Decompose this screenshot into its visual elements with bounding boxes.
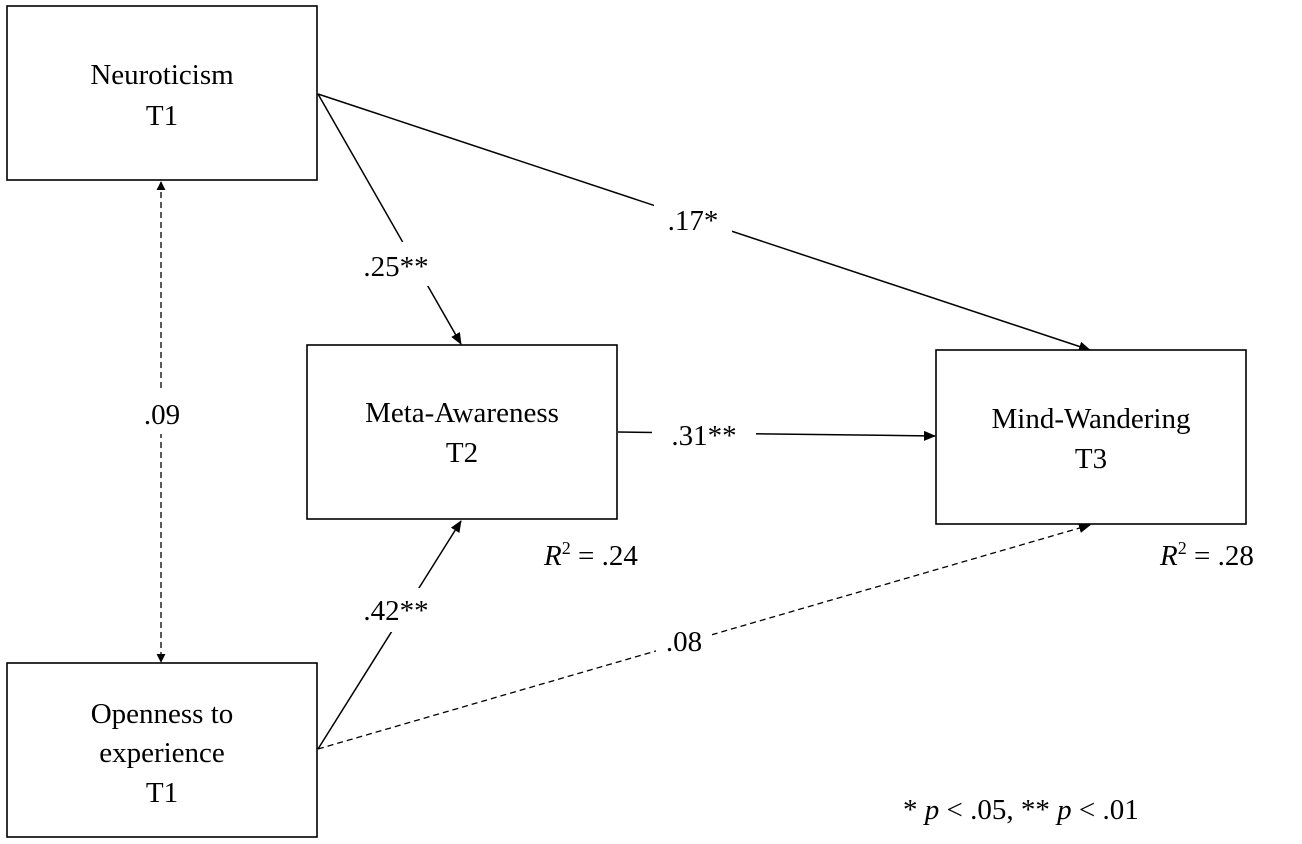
- coef-neuroticism-to-meta-awareness: .25**: [363, 251, 428, 283]
- node-mind-wandering-label: Mind-Wandering: [991, 403, 1190, 435]
- node-mind-wandering: Mind-Wandering T3: [935, 349, 1247, 525]
- coef-neuroticism-openness: .09: [144, 399, 180, 431]
- node-mind-wandering-time: T3: [1075, 443, 1107, 475]
- node-neuroticism: Neuroticism T1: [6, 5, 318, 181]
- node-meta-awareness: Meta-Awareness T2: [306, 344, 618, 520]
- node-openness-label-line1: Openness to: [91, 698, 234, 730]
- node-openness-time: T1: [146, 777, 178, 809]
- path-neuroticism-to-meta-awareness-line: [317, 93, 462, 345]
- r-squared-mind-wandering: R2 = .28: [1159, 538, 1254, 572]
- coef-neuroticism-to-mind-wandering: .17*: [668, 205, 719, 237]
- significance-note: * p < .05, ** p < .01: [903, 794, 1139, 826]
- coef-openness-to-mind-wandering: .08: [666, 626, 702, 658]
- coef-meta-awareness-to-mind-wandering: .31**: [671, 420, 736, 452]
- node-neuroticism-time: T1: [146, 100, 178, 132]
- node-openness-label-line2: experience: [99, 737, 225, 769]
- coef-openness-to-meta-awareness: .42**: [363, 595, 428, 627]
- node-meta-awareness-label: Meta-Awareness: [365, 397, 559, 429]
- node-openness: Openness to experience T1: [6, 662, 318, 838]
- r-squared-meta-awareness: R2 = .24: [543, 538, 638, 572]
- path-openness-to-meta-awareness-line: [317, 520, 462, 750]
- node-neuroticism-label: Neuroticism: [90, 59, 234, 91]
- node-meta-awareness-time: T2: [446, 437, 478, 469]
